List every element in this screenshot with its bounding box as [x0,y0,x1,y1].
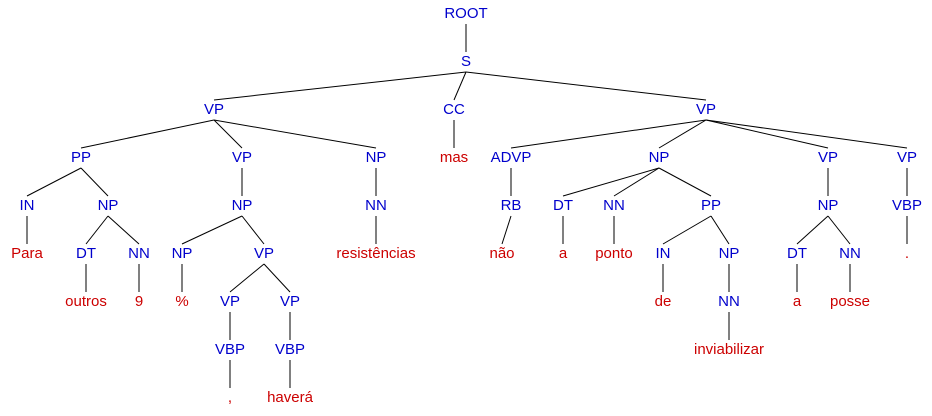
tree-node-label: VP [232,149,252,166]
token-word: a [559,245,568,262]
tree-node-label: VP [204,101,224,118]
tree-edge [658,167,712,197]
tree-edge [710,215,730,245]
tree-edge [213,119,377,149]
tree-node-label: NP [232,197,253,214]
tree-edge [213,119,243,149]
tree-edge [658,119,707,149]
tree-node-label: RB [501,197,522,214]
tree-node-label: NP [719,245,740,262]
tree-node-label: VBP [215,341,245,358]
tree-edge [796,215,829,245]
tree-edge [705,119,908,149]
tree-edge [510,119,707,149]
tree-node-label: VP [818,149,838,166]
tree-node-label: DT [787,245,807,262]
tree-node-label: ADVP [491,149,532,166]
tree-edge [26,167,82,197]
tree-edge [465,71,707,101]
tree-edge [107,215,140,245]
token-word: % [175,293,188,310]
token-word: 9 [135,293,143,310]
tree-node-label: VP [897,149,917,166]
token-word: ponto [595,245,633,262]
tree-node-label: CC [443,101,465,118]
tree-edge [453,71,467,101]
tree-edge [80,119,215,149]
tree-edge [827,215,851,245]
tree-node-label: NN [603,197,625,214]
tree-node-label: NN [365,197,387,214]
tree-edge [613,167,660,197]
tree-edge [80,167,109,197]
token-word: posse [830,293,870,310]
tree-node-label: IN [656,245,671,262]
token-word: a [793,293,802,310]
tree-node-label: VBP [275,341,305,358]
tree-node-label: VP [696,101,716,118]
token-word: inviabilizar [694,341,764,358]
token-word: haverá [267,389,314,406]
tree-node-label: DT [76,245,96,262]
tree-edge [263,263,291,293]
token-word: resistências [336,245,415,262]
token-word: mas [440,149,468,166]
token-word: outros [65,293,107,310]
tree-node-label: NP [818,197,839,214]
tree-edge [181,215,243,245]
tree-node-label: NP [366,149,387,166]
tree-edge [705,119,829,149]
tree-node-label: NP [172,245,193,262]
tree-node-label: VBP [892,197,922,214]
tree-node-label: NN [718,293,740,310]
tree-edge [85,215,109,245]
tree-node-label: DT [553,197,573,214]
tree-node-label: PP [701,197,721,214]
tree-node-label: S [461,53,471,70]
token-word: Para [11,245,43,262]
tree-edge [229,263,265,293]
token-word: de [655,293,672,310]
tree-edge [562,167,660,197]
token-word: não [489,245,514,262]
tree-edge [501,215,512,245]
tree-edge [241,215,265,245]
token-word: . [905,245,909,262]
token-word: , [228,389,232,406]
tree-node-label: VP [220,293,240,310]
tree-edge [662,215,712,245]
tree-node-label: NN [128,245,150,262]
tree-node-label: PP [71,149,91,166]
tree-node-label: VP [280,293,300,310]
tree-node-label: NP [649,149,670,166]
tree-node-label: ROOT [444,5,487,22]
tree-edge [213,71,467,101]
tree-node-label: NN [839,245,861,262]
tree-node-label: NP [98,197,119,214]
tree-node-label: IN [20,197,35,214]
tree-node-label: VP [254,245,274,262]
